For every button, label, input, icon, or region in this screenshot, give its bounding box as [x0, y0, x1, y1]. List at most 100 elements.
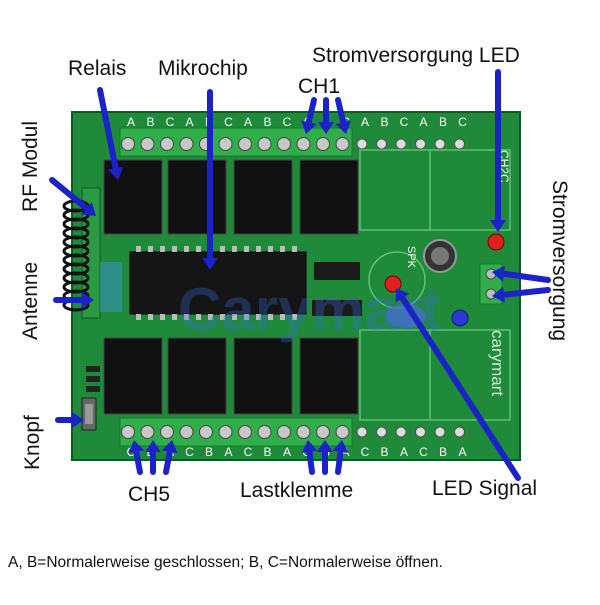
terminal-letter: B	[205, 445, 213, 459]
terminal-letter: B	[439, 445, 447, 459]
arrow-shaft	[163, 448, 173, 475]
arrow-stromversorgung	[492, 286, 551, 303]
terminal-letter: C	[244, 445, 253, 459]
terminal-letter: C	[283, 115, 292, 129]
silk-spk: SPK	[405, 246, 417, 269]
silk-brand: carymart	[488, 330, 507, 396]
arrow-head	[335, 120, 352, 134]
small-ic-2	[312, 300, 362, 316]
antenna-coil	[62, 199, 90, 312]
arrow-head	[332, 440, 349, 453]
blue-led	[451, 309, 469, 327]
relay	[167, 337, 227, 415]
solder-pad	[376, 426, 387, 438]
terminal-letter: C	[400, 115, 409, 129]
terminal-letter: A	[361, 115, 369, 129]
small-ic	[314, 262, 360, 280]
arrow-shaft	[133, 448, 143, 475]
arrow-head	[107, 166, 124, 180]
arrow-shaft	[97, 87, 119, 172]
arrow-ch5	[161, 440, 178, 475]
arrow-head	[492, 286, 505, 303]
arrow-head	[72, 412, 84, 428]
arrow-head	[490, 220, 506, 232]
chip-pin	[196, 246, 201, 252]
terminal-screw	[257, 425, 272, 439]
chip-pin	[280, 314, 285, 320]
label-ch1: CH1	[298, 75, 341, 98]
label-stromversorgung: Stromversorgung	[548, 180, 571, 342]
terminal-letter: B	[439, 115, 447, 129]
terminal-letter: C	[224, 115, 233, 129]
arrow-head	[145, 440, 161, 452]
chip-pin	[280, 246, 285, 252]
chip-pin	[268, 314, 273, 320]
terminal-screw	[316, 137, 330, 151]
terminal-letter: A	[224, 445, 232, 459]
arrow-head	[161, 440, 178, 454]
terminal-letter: B	[263, 115, 271, 129]
arrow-lastklemme	[317, 440, 333, 475]
arrow-shaft	[500, 287, 551, 298]
solder-pad	[395, 426, 407, 438]
chip-pin	[220, 314, 225, 320]
terminal-screw	[335, 425, 350, 439]
terminal-screw	[238, 425, 252, 439]
left-components	[86, 366, 100, 392]
solder-pad	[415, 426, 426, 438]
right-pads-top	[356, 138, 465, 150]
terminal-screw	[296, 425, 311, 439]
terminal-screw	[316, 425, 330, 439]
arrow-stromversorgung	[492, 265, 551, 283]
caption: A, B=Normalerweise geschlossen; B, C=Nor…	[8, 554, 443, 571]
terminal-letter: A	[458, 445, 466, 459]
arrow-knopf	[55, 412, 84, 428]
chip-pin	[208, 314, 213, 320]
arrow-head	[202, 258, 218, 270]
chip-pin	[196, 314, 201, 320]
chip-pin	[184, 314, 189, 320]
terminal-letter: A	[185, 115, 193, 129]
top-terminal-block	[119, 127, 353, 157]
solder-pad	[434, 138, 446, 150]
terminal-screw	[140, 425, 155, 439]
arrow-head	[82, 292, 94, 308]
terminal-screw	[160, 137, 174, 151]
arrow-head	[395, 288, 410, 303]
terminal-screw	[277, 425, 291, 439]
terminal-screw	[257, 137, 272, 151]
arrow-ch1	[335, 97, 352, 134]
terminal-screw	[179, 137, 194, 151]
terminal-letter: B	[263, 445, 271, 459]
arrow-shaft	[500, 270, 551, 283]
terminal-screw	[238, 137, 252, 151]
chip-pin	[256, 246, 261, 252]
right-pads-bottom	[356, 426, 465, 438]
arrow-head	[81, 202, 96, 216]
solder-pad	[356, 138, 368, 150]
chip-pin	[184, 246, 189, 252]
arrow-shaft	[335, 97, 347, 126]
label-knopf: Knopf	[21, 415, 44, 470]
chip-pin	[136, 246, 141, 252]
terminal-letter: A	[400, 445, 408, 459]
chip-pin	[292, 314, 297, 320]
arrow-power-led	[490, 69, 506, 232]
chip-pin	[160, 314, 165, 320]
solder-pad	[454, 426, 465, 438]
terminal-screw	[121, 425, 135, 439]
chip-pin	[244, 314, 249, 320]
label-lastklemme: Lastklemme	[240, 479, 354, 502]
solder-pad	[395, 138, 407, 150]
chip-pin	[160, 246, 165, 252]
arrow-head	[128, 440, 145, 454]
label-stromversorgung-led: Stromversorgung LED	[312, 44, 520, 67]
chip-pin	[292, 246, 297, 252]
terminal-letter: A	[244, 115, 252, 129]
relay	[167, 159, 227, 235]
arrow-shaft	[306, 448, 315, 475]
arrow-shaft	[305, 97, 317, 126]
label-relais: Relais	[68, 57, 127, 80]
